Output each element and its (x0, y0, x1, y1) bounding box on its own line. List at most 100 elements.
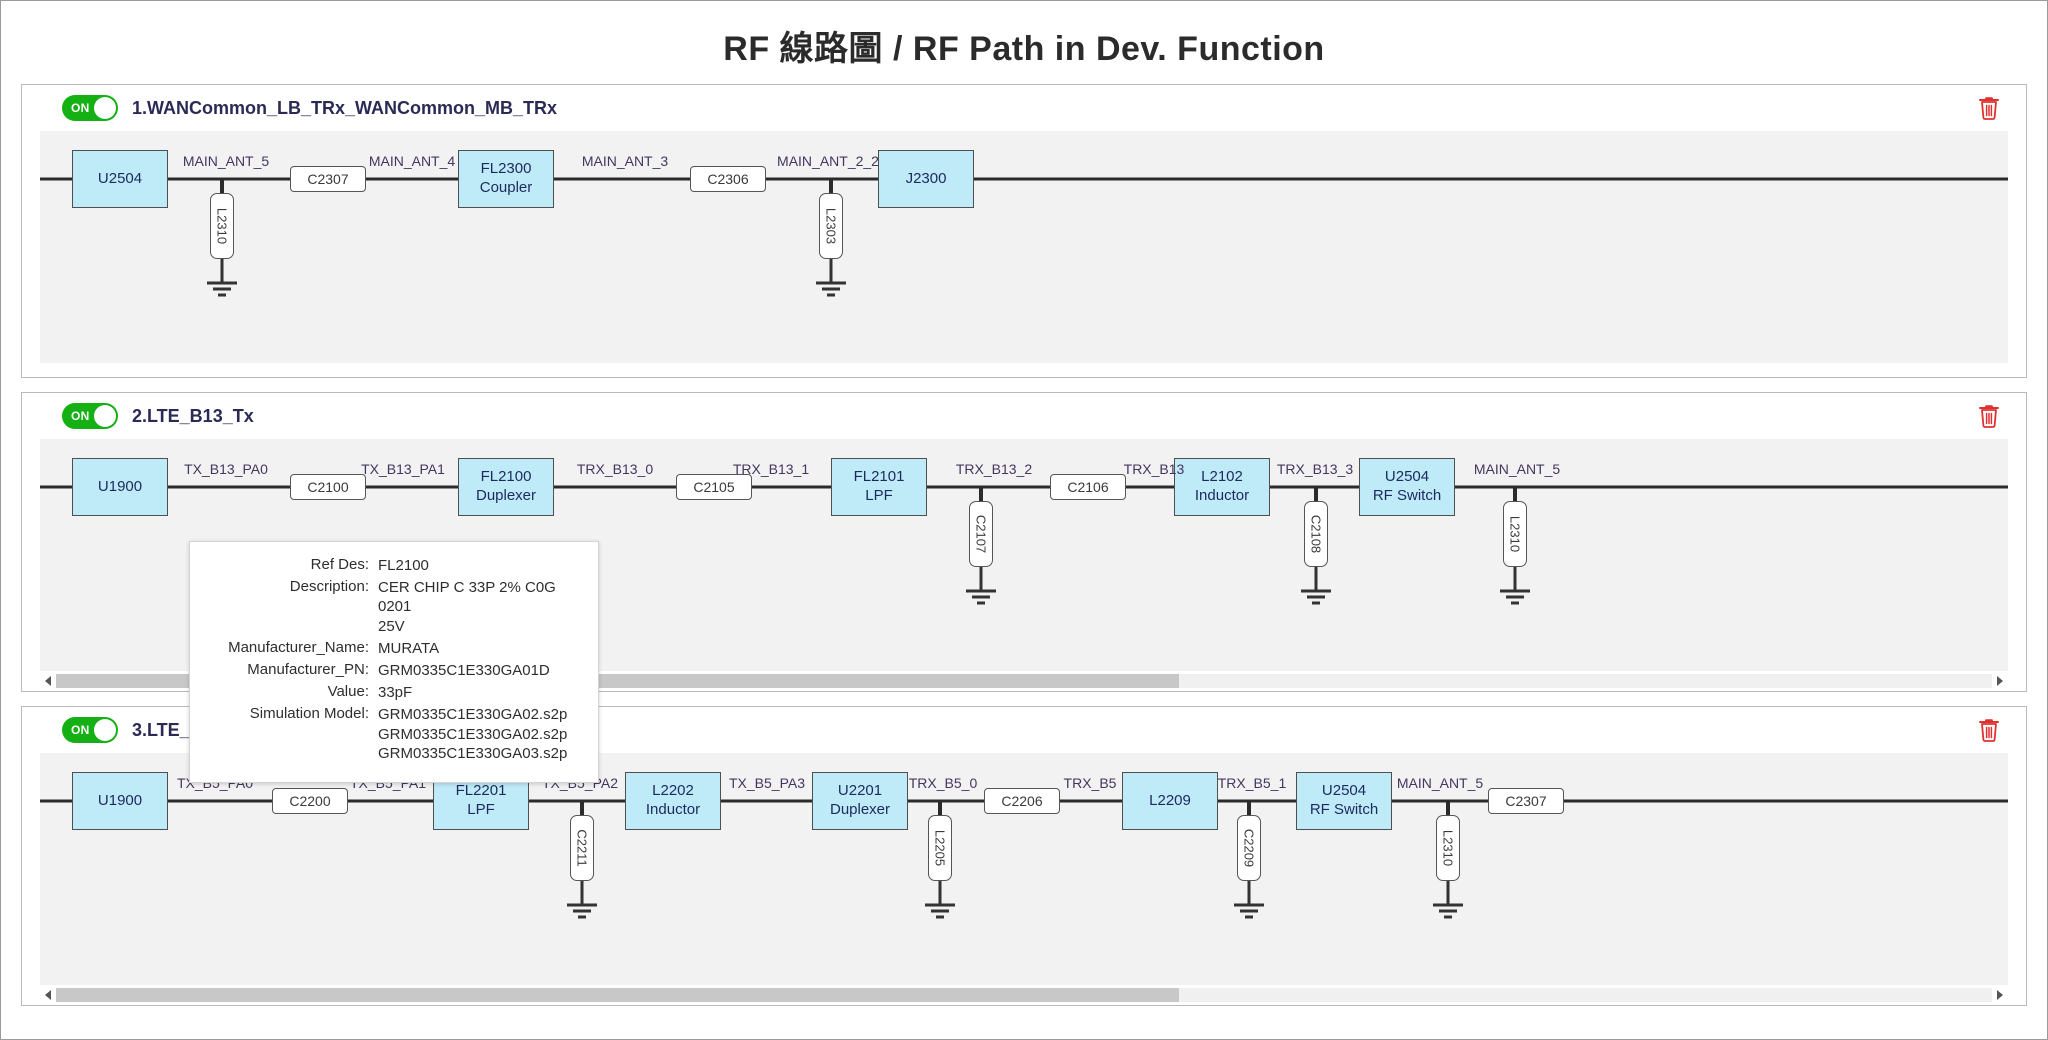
net-label: TX_B13_PA1 (361, 461, 445, 477)
series-component[interactable]: C2105 (676, 474, 752, 500)
shunt-component[interactable]: L2310 (1503, 501, 1527, 567)
tooltip-field-value: GRM0335C1E330GA01D (378, 661, 582, 680)
series-component[interactable]: C2200 (272, 788, 348, 814)
tooltip-row: Manufacturer_Name: MURATA (200, 639, 582, 658)
component-block[interactable]: U2504 (72, 150, 168, 208)
scrollbar-track[interactable] (56, 988, 1992, 1002)
series-component[interactable]: C2307 (290, 166, 366, 192)
scrollbar-thumb[interactable] (56, 988, 1179, 1002)
path-index: 2. (132, 405, 148, 426)
delete-path-button[interactable] (1978, 404, 2000, 428)
tooltip-row: Value:33pF (200, 683, 582, 702)
toggle-knob[interactable] (94, 97, 116, 119)
component-ref: U1900 (97, 791, 143, 809)
net-label: TRX_B5_0 (908, 775, 978, 791)
component-ref: U2504 (97, 169, 143, 187)
net-label: MAIN_ANT_5 (182, 153, 270, 169)
shunt-component[interactable]: C2108 (1304, 501, 1328, 567)
component-ref: L2209 (1149, 791, 1191, 809)
shunt-component[interactable]: C2107 (969, 501, 993, 567)
delete-path-button[interactable] (1978, 718, 2000, 742)
component-type: Inductor (645, 801, 701, 818)
shunt-component[interactable]: C2211 (570, 815, 594, 881)
scroll-left-arrow-icon[interactable] (40, 673, 56, 689)
series-component[interactable]: C2306 (690, 166, 766, 192)
toggle-knob[interactable] (94, 405, 116, 427)
tooltip-value-line: GRM0335C1E330GA02.s2p (378, 725, 568, 743)
path-enable-toggle[interactable]: ON (62, 95, 118, 121)
net-label: TRX_B5_1 (1217, 775, 1287, 791)
series-component[interactable]: C2206 (984, 788, 1060, 814)
path-enable-toggle[interactable]: ON (62, 717, 118, 743)
scroll-right-arrow-icon[interactable] (1992, 987, 2008, 1003)
tooltip-value-line: MURATA (378, 639, 440, 657)
tooltip-row: Ref Des:FL2100 (200, 556, 582, 575)
tooltip-row: Manufacturer_PN:GRM0335C1E330GA01D (200, 661, 582, 680)
tooltip-field-label: Manufacturer_Name: (228, 638, 369, 656)
path-index: 3. (132, 719, 148, 740)
path-enable-toggle[interactable]: ON (62, 403, 118, 429)
tooltip-value-line: GRM0335C1E330GA03.s2p (378, 744, 568, 762)
component-block[interactable]: J2300 (878, 150, 974, 208)
component-type: Coupler (479, 179, 533, 196)
tooltip-value-line: 25V (378, 617, 405, 635)
tooltip-value-line: GRM0335C1E330GA01D (378, 661, 550, 679)
net-label: MAIN_ANT_5 (1396, 775, 1484, 791)
series-component[interactable]: C2106 (1050, 474, 1126, 500)
net-label: TRX_B13_3 (1276, 461, 1354, 477)
component-block[interactable]: U1900 (72, 772, 168, 830)
shunt-component[interactable]: L2303 (819, 193, 843, 259)
component-ref: U2504 (1321, 782, 1367, 800)
component-ref: U1900 (97, 477, 143, 495)
net-label: MAIN_ANT_5 (1473, 461, 1561, 477)
path-panel-header: ON 2.LTE_B13_Tx (22, 393, 2026, 439)
toggle-knob[interactable] (94, 719, 116, 741)
component-block[interactable]: U1900 (72, 458, 168, 516)
component-ref: FL2300 (480, 160, 532, 178)
component-ref: J2300 (905, 169, 947, 187)
component-ref: L2102 (1201, 468, 1243, 486)
shunt-component[interactable]: C2209 (1237, 815, 1261, 881)
component-ref: U2201 (837, 782, 883, 800)
tooltip-value-line: GRM0335C1E330GA02.s2p (378, 706, 568, 724)
path-title: 2.LTE_B13_Tx (132, 406, 254, 427)
net-label: TRX_B13_2 (955, 461, 1033, 477)
scroll-left-arrow-icon[interactable] (40, 987, 56, 1003)
component-block[interactable]: L2209 (1122, 772, 1218, 830)
net-label: TX_B5_PA3 (728, 775, 806, 791)
series-component[interactable]: C2307 (1488, 788, 1564, 814)
shunt-component[interactable]: L2310 (1436, 815, 1460, 881)
scroll-right-arrow-icon[interactable] (1992, 673, 2008, 689)
shunt-component[interactable]: L2310 (210, 193, 234, 259)
net-label: TRX_B13_0 (576, 461, 654, 477)
shunt-component-ref: L2310 (1440, 829, 1456, 867)
shunt-component-ref: C2108 (1308, 514, 1324, 554)
delete-path-button[interactable] (1978, 96, 2000, 120)
shunt-component[interactable]: L2205 (928, 815, 952, 881)
path-title: 1.WANCommon_LB_TRx_WANCommon_MB_TRx (132, 98, 557, 119)
component-ref: FL2101 (853, 468, 905, 486)
tooltip-field-value: FL2100 (378, 556, 582, 575)
net-label: TX_B13_PA0 (184, 461, 268, 477)
path-index: 1. (132, 97, 148, 118)
series-component[interactable]: C2100 (290, 474, 366, 500)
toggle-on-label: ON (71, 723, 90, 737)
path-panel-header: ON 1.WANCommon_LB_TRx_WANCommon_MB_TRx (22, 85, 2026, 131)
horizontal-scrollbar[interactable] (40, 987, 2008, 1003)
